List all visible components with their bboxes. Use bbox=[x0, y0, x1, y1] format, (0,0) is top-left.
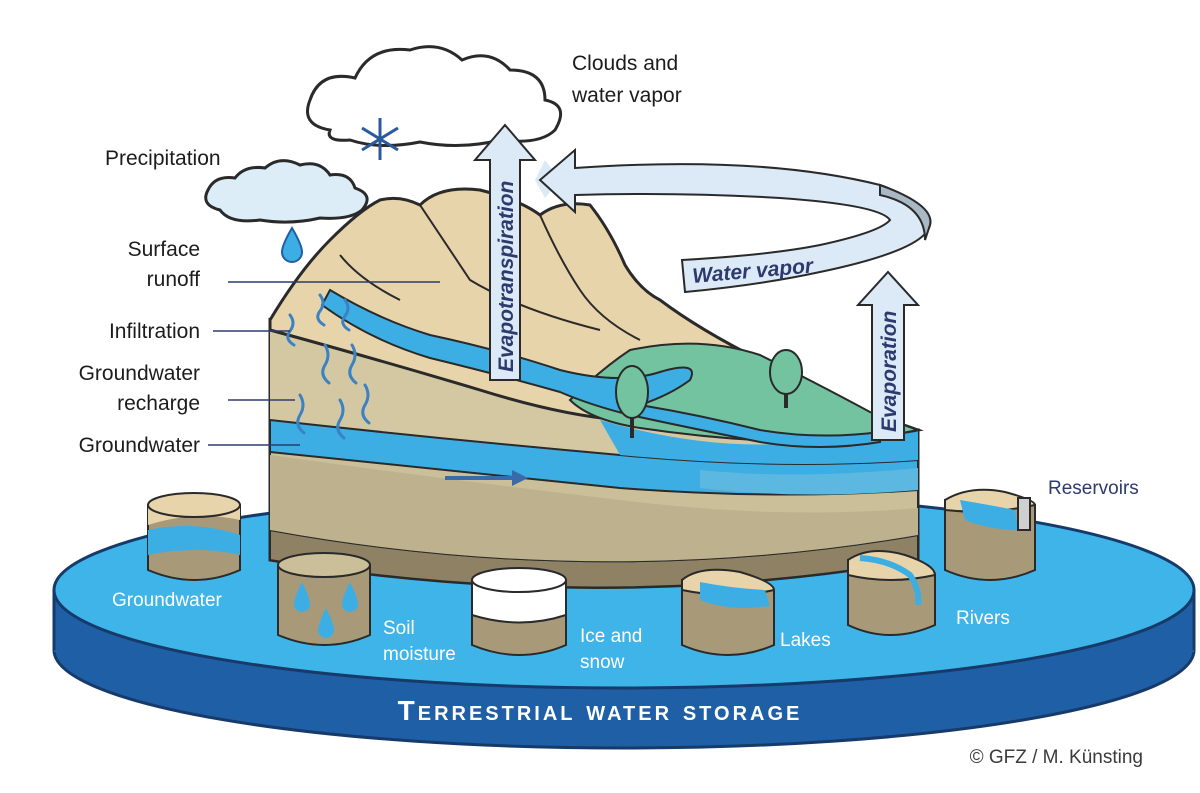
evapotranspiration-label: Evapotranspiration bbox=[495, 181, 518, 372]
groundwater-cylinder bbox=[147, 492, 241, 581]
tree-icon bbox=[615, 349, 803, 438]
credit-text: © GFZ / M. Künsting bbox=[970, 747, 1143, 768]
clouds-label-line1: Clouds and bbox=[572, 52, 678, 75]
snowflake-icon bbox=[361, 118, 399, 160]
rain-cloud bbox=[204, 159, 369, 224]
ice-snow-cylinder bbox=[471, 567, 567, 656]
percolation-arrow-icon bbox=[286, 293, 371, 440]
evaporation-arrow bbox=[855, 270, 921, 441]
main-cloud bbox=[306, 45, 563, 148]
leader-lines bbox=[208, 281, 440, 446]
terrestrial-water-storage-title: Terrestrial water storage bbox=[398, 695, 803, 726]
rivers-cylinder bbox=[847, 550, 937, 636]
reservoirs-cylinder bbox=[944, 488, 1037, 581]
groundwater-recharge-label-line2: recharge bbox=[117, 392, 200, 415]
evapotranspiration-arrow bbox=[472, 123, 538, 381]
groundwater-recharge-label-line1: Groundwater bbox=[79, 362, 200, 385]
water-vapor-arrow bbox=[535, 147, 932, 294]
storage-ice-snow-label-line1: Ice and bbox=[580, 626, 642, 647]
surface-runoff-label-line2: runoff bbox=[147, 268, 200, 291]
clouds-label-line2: water vapor bbox=[571, 84, 682, 107]
precipitation-label: Precipitation bbox=[105, 147, 221, 170]
storage-lakes-label: Lakes bbox=[780, 630, 831, 651]
storage-groundwater-label: Groundwater bbox=[112, 590, 223, 611]
flow-arrow-icon bbox=[445, 470, 528, 486]
storage-rivers-label: Rivers bbox=[956, 608, 1010, 629]
evaporation-label: Evaporation bbox=[878, 311, 901, 432]
storage-soil-moisture-label-line2: moisture bbox=[383, 644, 456, 665]
raindrop-icon bbox=[280, 226, 304, 263]
soil-moisture-cylinder bbox=[277, 552, 371, 646]
storage-ice-snow-label-line2: snow bbox=[580, 652, 625, 673]
lakes-cylinder bbox=[681, 568, 776, 656]
groundwater-label: Groundwater bbox=[79, 434, 200, 457]
storage-soil-moisture-label-line1: Soil bbox=[383, 618, 415, 639]
reservoirs-label: Reservoirs bbox=[1048, 478, 1139, 499]
landscape-cylinder bbox=[268, 187, 924, 589]
surface-runoff-label-line1: Surface bbox=[128, 238, 200, 261]
infiltration-label: Infiltration bbox=[109, 320, 200, 343]
